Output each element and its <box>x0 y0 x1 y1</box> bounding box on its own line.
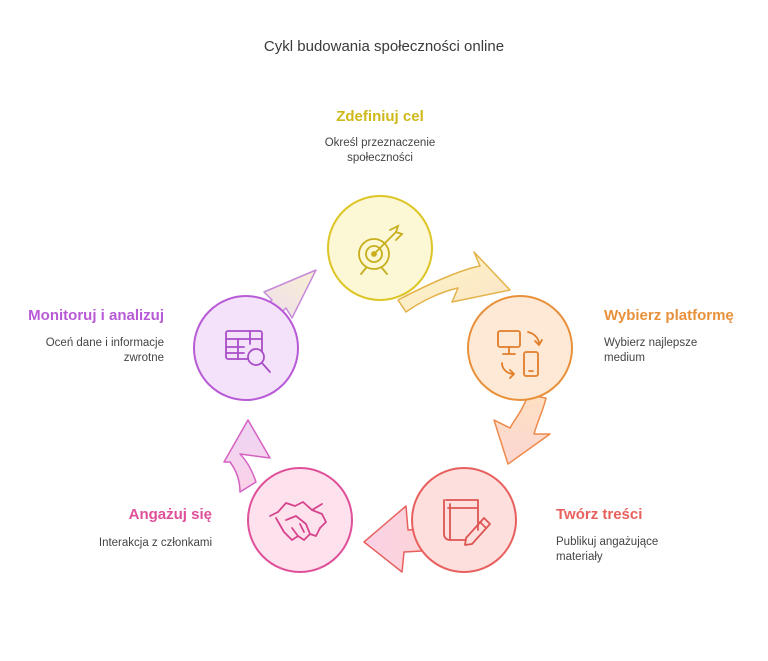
arrow-platform-to-content <box>493 394 551 465</box>
step-circle-monitoruj-i-analizuj <box>193 295 299 401</box>
step-desc-monitoruj-i-analizuj-line2: zwrotne <box>123 352 164 364</box>
step-circle-tworz-tresci <box>411 467 517 573</box>
step-desc-tworz-tresci-line1: Publikuj angażujące <box>556 536 659 548</box>
table-search-icon <box>225 330 271 373</box>
step-label-tworz-tresci: Twórz treści <box>556 506 643 523</box>
step-label-zdefiniuj-cel: Zdefiniuj cel <box>336 108 424 125</box>
step-desc-zdefiniuj-cel-line2: społeczności <box>347 152 413 164</box>
step-desc-wybierz-platforme-line1: Wybierz najlepsze <box>604 337 698 349</box>
step-desc-monitoruj-i-analizuj-line1: Oceń dane i informacje <box>45 337 164 349</box>
arrow-goal-to-platform <box>397 251 511 313</box>
step-label-wybierz-platforme: Wybierz platformę <box>604 307 734 324</box>
target-icon <box>358 224 404 275</box>
step-circle-angazuj-sie <box>247 467 353 573</box>
step-desc-tworz-tresci-line2: materiały <box>556 551 603 563</box>
step-circle-zdefiniuj-cel <box>327 195 433 301</box>
step-label-angazuj-sie: Angażuj się <box>128 506 212 523</box>
devices-sync-icon <box>497 330 543 379</box>
step-desc-wybierz-platforme-line2: medium <box>604 352 645 364</box>
step-desc-zdefiniuj-cel-line1: Określ przeznaczenie <box>324 137 436 149</box>
book-pen-icon <box>443 499 491 546</box>
diagram-title: Cykl budowania społeczności online <box>263 38 505 55</box>
handshake-icon <box>269 501 327 541</box>
arrow-engage-to-monitor <box>223 419 271 493</box>
step-circle-wybierz-platforme <box>467 295 573 401</box>
step-desc-angazuj-sie-line1: Interakcja z członkami <box>98 537 212 549</box>
step-label-monitoruj-i-analizuj: Monitoruj i analizuj <box>28 307 164 324</box>
